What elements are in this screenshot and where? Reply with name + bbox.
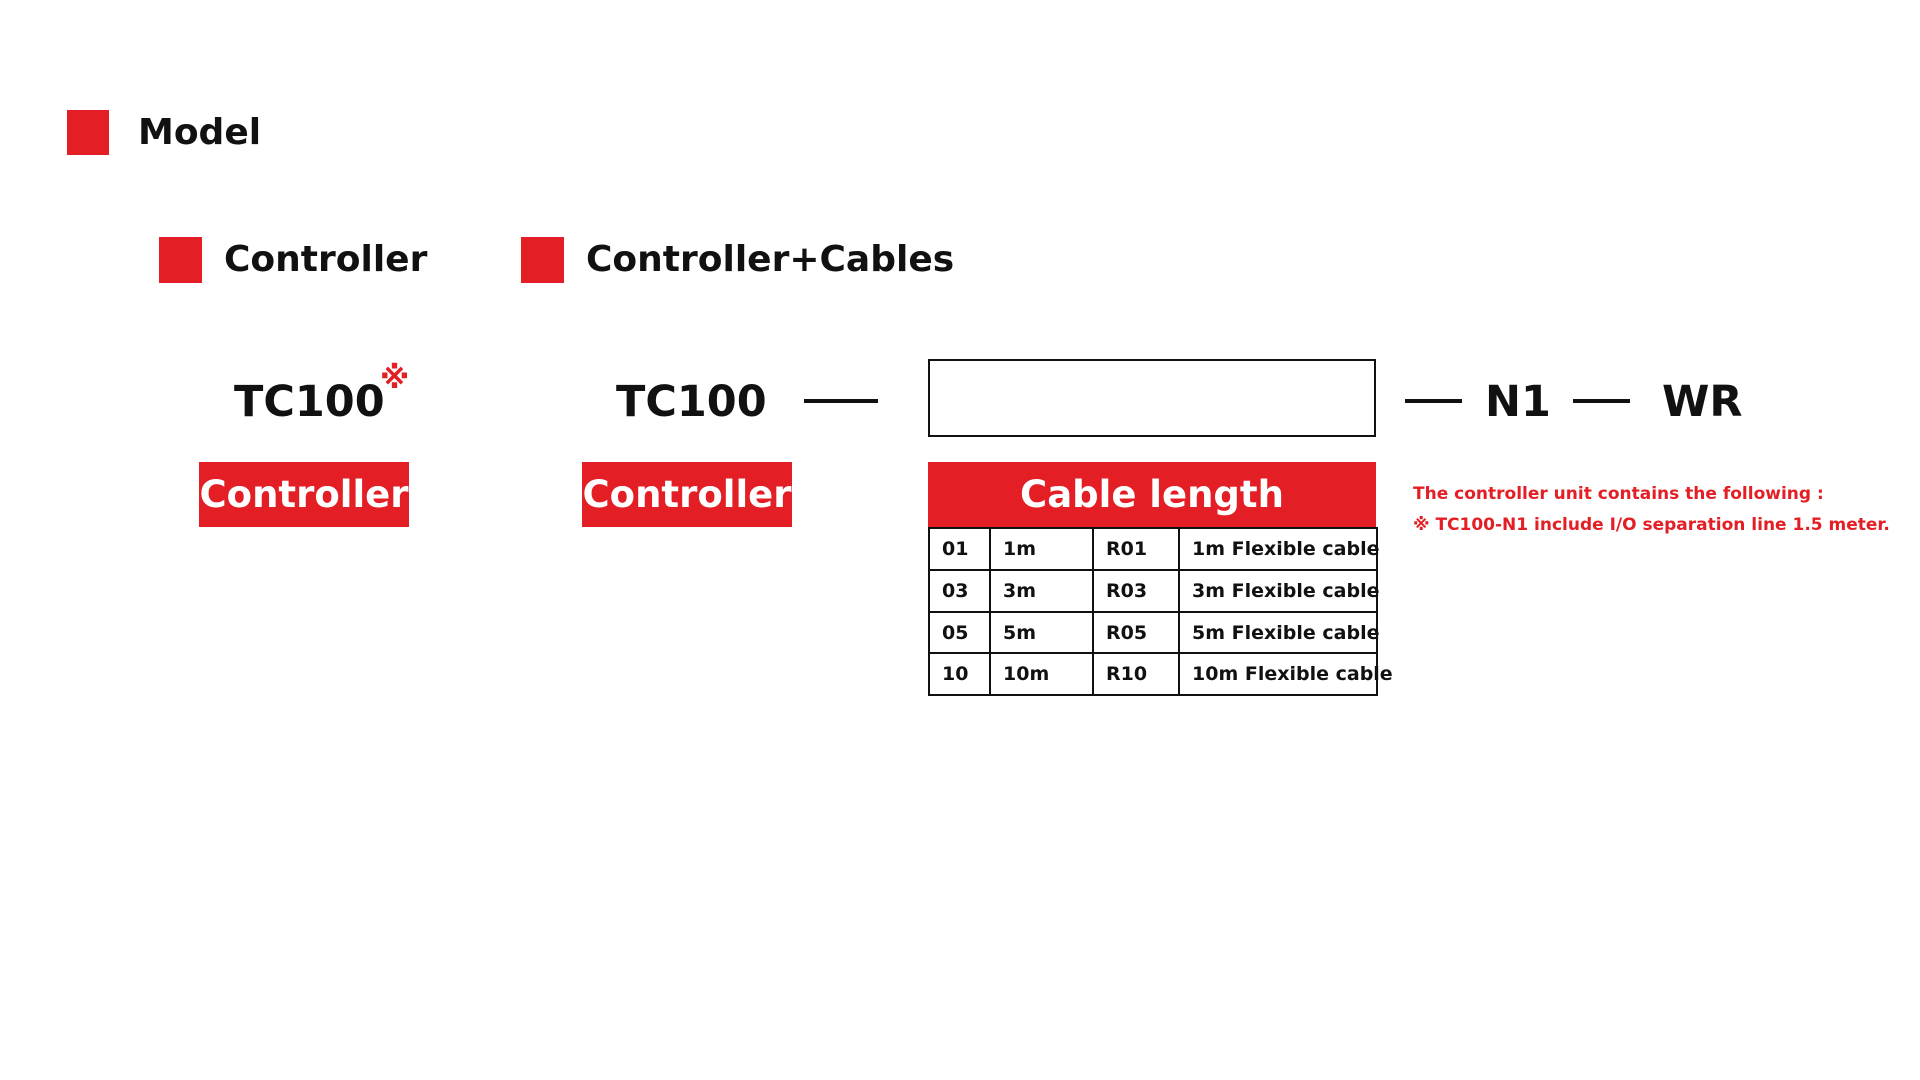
section-title: Model — [138, 112, 262, 153]
dash-1 — [804, 399, 878, 403]
asterisk-mark: ※ — [380, 361, 410, 396]
table-cell-length: 10m — [989, 652, 1094, 696]
table-cell-flex-desc: 5m Flexible cable — [1178, 611, 1379, 654]
note-line-1: The controller unit contains the followi… — [1413, 484, 1824, 504]
table-cell-flex-code: R05 — [1092, 611, 1180, 654]
table-cell-length: 1m — [989, 527, 1094, 571]
table-row: 03 3m R03 3m Flexible cable — [928, 569, 1379, 613]
right-model-code: TC100 — [616, 377, 767, 427]
table-row: 01 1m R01 1m Flexible cable — [928, 527, 1379, 571]
table-row: 05 5m R05 5m Flexible cable — [928, 611, 1379, 654]
table-cell-flex-code: R10 — [1092, 652, 1180, 696]
table-cell-flex-desc: 10m Flexible cable — [1178, 652, 1393, 696]
table-cell-length: 5m — [989, 611, 1094, 654]
controller-square-icon — [159, 237, 202, 283]
dash-3 — [1573, 399, 1630, 403]
table-row: 10 10m R10 10m Flexible cable — [928, 652, 1393, 696]
table-cell-flex-desc: 3m Flexible cable — [1178, 569, 1379, 613]
left-model-code: TC100 — [234, 377, 385, 427]
table-cell-flex-code: R01 — [1092, 527, 1180, 571]
note-line-2: ※ TC100-N1 include I/O separation line 1… — [1413, 515, 1890, 535]
table-cell-code: 10 — [928, 652, 991, 696]
cable-code-box — [928, 359, 1376, 437]
table-cell-code: 03 — [928, 569, 991, 613]
right-controller-label: Controller — [582, 462, 792, 527]
left-controller-label: Controller — [199, 462, 409, 527]
table-cell-code: 05 — [928, 611, 991, 654]
table-cell-flex-desc: 1m Flexible cable — [1178, 527, 1379, 571]
table-cell-code: 01 — [928, 527, 991, 571]
cable-table: 01 1m R01 1m Flexible cable 03 3m R03 3m… — [928, 527, 1393, 696]
controller-cables-square-icon — [521, 237, 564, 283]
suffix-wr: WR — [1662, 377, 1743, 427]
suffix-n1: N1 — [1485, 377, 1551, 427]
model-square-icon — [67, 110, 109, 155]
table-cell-flex-code: R03 — [1092, 569, 1180, 613]
controller-cables-heading: Controller+Cables — [586, 239, 955, 280]
controller-heading: Controller — [224, 239, 428, 280]
dash-2 — [1405, 399, 1462, 403]
table-cell-length: 3m — [989, 569, 1094, 613]
cable-length-label: Cable length — [928, 462, 1376, 527]
